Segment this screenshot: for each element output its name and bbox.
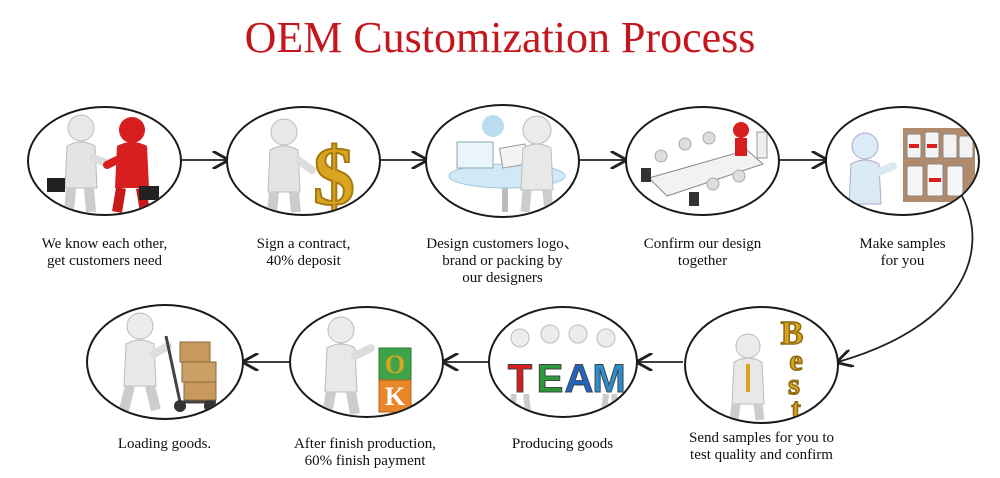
- step-4-caption: Confirm our design together: [643, 236, 762, 269]
- best-letter-s: s: [788, 368, 800, 401]
- dollar-sign: $: [313, 130, 355, 214]
- step-2-caption: Sign a contract, 40% deposit: [256, 236, 351, 269]
- best-letters-icon: B e s t: [684, 306, 839, 424]
- meeting-table-icon: [625, 106, 780, 216]
- best-letter-b: B: [781, 315, 804, 352]
- hand-truck-boxes-icon: [86, 304, 244, 420]
- best-letter-t: t: [791, 394, 801, 422]
- ok-letter-k: K: [385, 382, 406, 411]
- team-letter-e: E: [537, 357, 564, 401]
- page-title: OEM Customization Process: [244, 13, 756, 62]
- design-desk-icon: [425, 104, 580, 218]
- step-6-caption: Send samples for you to test quality and…: [689, 430, 834, 463]
- sample-bottles-icon: [825, 106, 980, 216]
- step-7-caption: Producing goods: [511, 436, 614, 452]
- step-9-caption: Loading goods.: [117, 436, 212, 452]
- step-8-caption: After finish production, 60% finish paym…: [293, 436, 437, 469]
- ok-letter-o: O: [385, 350, 405, 379]
- team-letter-m: M: [592, 357, 625, 401]
- ok-blocks-icon: O K: [289, 306, 444, 418]
- team-letters-icon: T E A M: [488, 306, 638, 418]
- step-5-caption: Make samples for you: [859, 236, 946, 269]
- arrow-5-6: [838, 195, 974, 362]
- handshake-icon: [27, 106, 182, 216]
- step-1-caption: We know each other, get customers need: [41, 236, 168, 269]
- team-letter-a: A: [565, 357, 594, 401]
- best-letter-e: e: [789, 344, 802, 377]
- step-3-caption: Design customers logo、 brand or packing …: [426, 236, 579, 286]
- dollar-contract-icon: $: [226, 106, 381, 216]
